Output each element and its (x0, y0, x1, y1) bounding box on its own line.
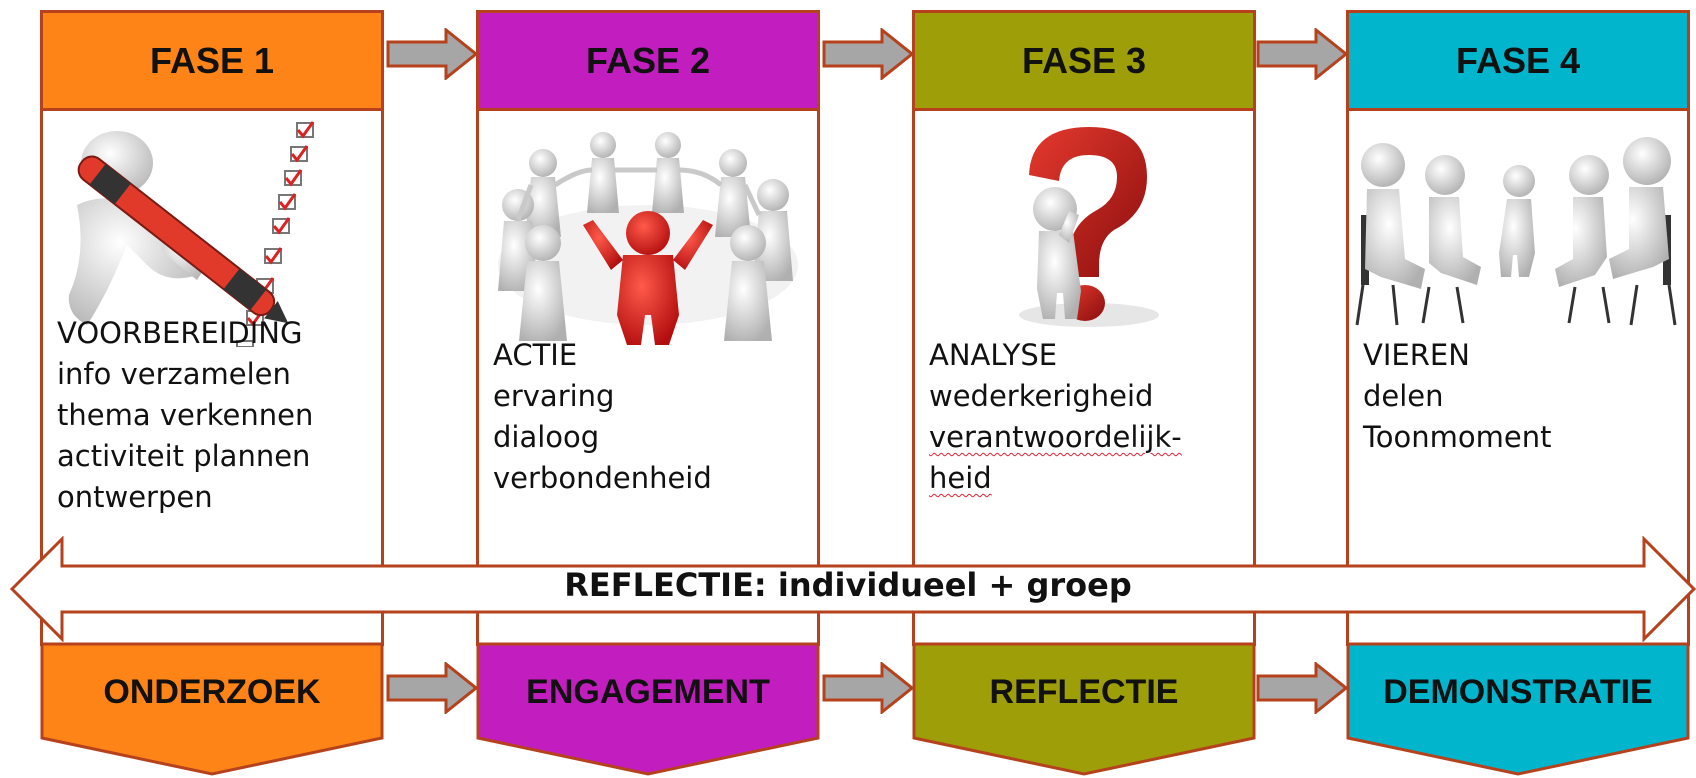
phase-4-line-2: delen (1363, 379, 1444, 413)
arrow-right-icon (1256, 662, 1348, 714)
phase-1-line-5: ontwerpen (57, 480, 213, 514)
phase-3-line-4: heid (929, 461, 992, 495)
reflection-label: REFLECTIE: individueel + groep (564, 566, 1132, 604)
phase-1-line-4: activiteit plannen (57, 439, 311, 473)
phase-2-panel: FASE 2 ACTIE ervaring dialoog (476, 10, 820, 646)
phase-3-line-1: ANALYSE (929, 338, 1058, 372)
phase-1-title: FASE 1 (149, 39, 275, 81)
phase-4-line-3: Toonmoment (1363, 420, 1552, 454)
phase-3-line-2: wederkerigheid (929, 379, 1154, 413)
seated-group-icon (1355, 137, 1677, 326)
phase-3-header: FASE 3 (915, 13, 1253, 111)
phase-3-panel: FASE 3 ANALYSE wederkerigheid verantwoor… (912, 10, 1256, 646)
phase-2-line-1: ACTIE (493, 338, 578, 372)
outcome-engagement: ENGAGEMENT (476, 642, 820, 778)
outcome-reflectie: REFLECTIE (912, 642, 1256, 778)
outcome-label-3: REFLECTIE (989, 672, 1179, 711)
phase-4-title: FASE 4 (1455, 39, 1581, 81)
reflection-double-arrow (10, 536, 1696, 642)
phase-1-line-3: thema verkennen (57, 398, 314, 432)
arrow-right-icon (822, 662, 914, 714)
outcome-onderzoek: ONDERZOEK (40, 642, 384, 778)
arrow-right-icon (1256, 28, 1348, 80)
arrow-right-icon (386, 662, 478, 714)
phase-2-title: FASE 2 (585, 39, 711, 81)
phase-2-line-2: ervaring (493, 379, 615, 413)
pen-checklist-icon (68, 121, 315, 347)
outcome-label-2: ENGAGEMENT (526, 672, 770, 711)
phase-3-line-3: verantwoordelijk- (929, 420, 1182, 454)
phase-4-panel: FASE 4 VIEREN delen Toonmoment (1346, 10, 1690, 646)
phase-3-title: FASE 3 (1021, 39, 1147, 81)
outcome-demonstratie: DEMONSTRATIE (1346, 642, 1690, 778)
arrow-right-icon (822, 28, 914, 80)
phase-1-panel: FASE 1 VOORBEREIDING info verzamelen the… (40, 10, 384, 646)
phase-2-header: FASE 2 (479, 13, 817, 111)
people-circle-icon (498, 132, 798, 345)
outcome-label-1: ONDERZOEK (103, 672, 321, 711)
phase-4-line-1: VIEREN (1363, 338, 1470, 372)
phase-1-header: FASE 1 (43, 13, 381, 111)
phase-2-line-4: verbondenheid (493, 461, 712, 495)
question-mark-icon (1019, 127, 1159, 327)
phase-4-header: FASE 4 (1349, 13, 1687, 111)
phase-2-line-3: dialoog (493, 420, 600, 454)
phase-1-line-1: VOORBEREIDING (57, 316, 303, 350)
outcome-label-4: DEMONSTRATIE (1383, 672, 1653, 711)
arrow-right-icon (386, 28, 478, 80)
phase-1-line-2: info verzamelen (57, 357, 291, 391)
